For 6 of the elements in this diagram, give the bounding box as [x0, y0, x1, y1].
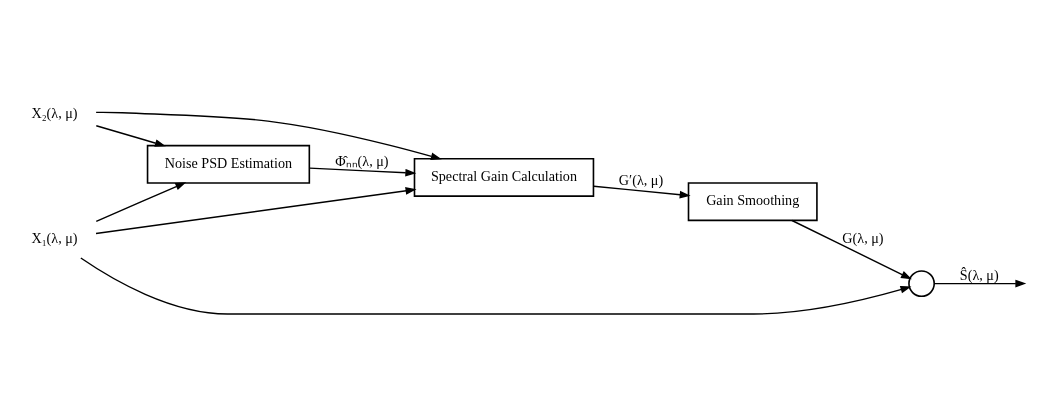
edge-label: Ŝ(λ, μ) — [959, 266, 999, 283]
edge-label: G(λ, μ) — [842, 229, 884, 246]
node-text: X₁(λ, μ) — [31, 229, 78, 246]
node-text: X₂(λ, μ) — [31, 103, 78, 120]
edge-label: Φ̂ₙₙ(λ, μ) — [335, 152, 389, 169]
edge-label: G′(λ, μ) — [618, 171, 664, 188]
